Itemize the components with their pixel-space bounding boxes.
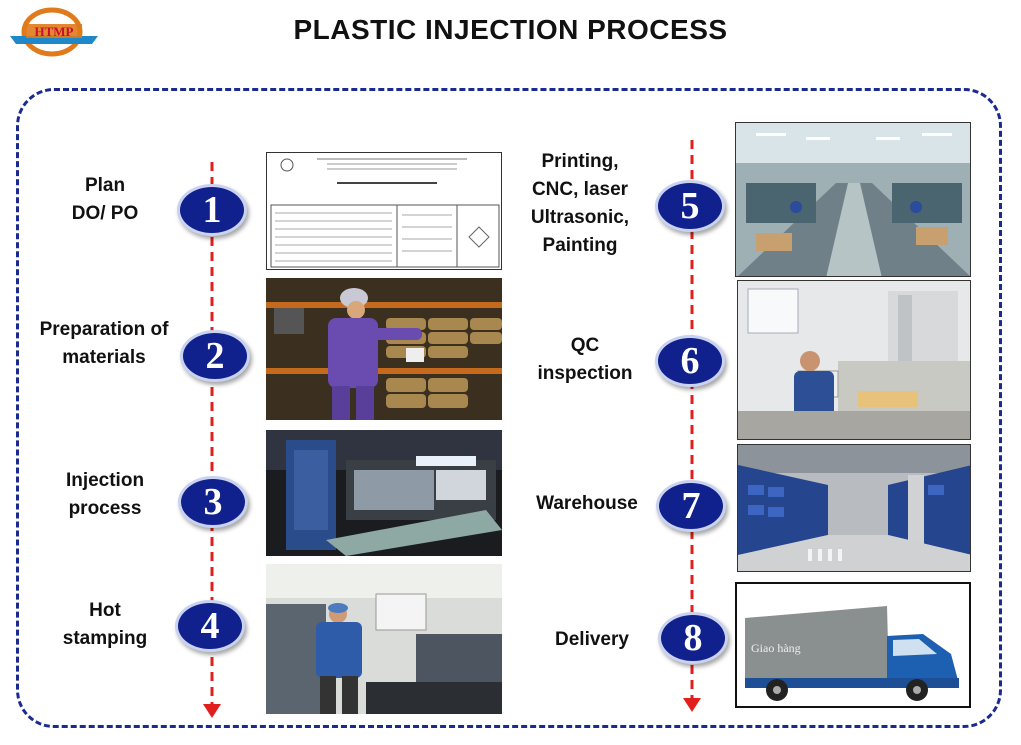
step-label-2: Preparation of materials — [39, 319, 169, 368]
printing-factory-image — [735, 122, 971, 277]
step-number-1: 1 — [177, 184, 247, 236]
step-label-1: Plan DO/ PO — [71, 175, 139, 224]
company-logo: HTMP — [8, 6, 100, 58]
step-label-8: Delivery — [555, 629, 629, 650]
step-number-3: 3 — [178, 476, 248, 528]
step-label-7: Warehouse — [536, 493, 638, 514]
step-number-7: 7 — [656, 480, 726, 532]
hot-stamping-image — [266, 564, 502, 714]
logo-text: HTMP — [35, 24, 74, 39]
step-number-5: 5 — [655, 180, 725, 232]
material-preparation-image — [266, 278, 502, 420]
warehouse-image — [737, 444, 971, 572]
step-number-6: 6 — [655, 335, 725, 387]
step-number-2: 2 — [180, 330, 250, 382]
truck-text: Giao hàng — [751, 641, 801, 655]
arrow-right-head — [683, 698, 701, 712]
step-label-4: Hot stamping — [62, 600, 148, 649]
step-number-4: 4 — [175, 600, 245, 652]
qc-inspection-image — [737, 280, 971, 440]
process-frame — [16, 88, 1002, 728]
purchase-order-document-image — [266, 152, 502, 270]
injection-machine-image — [266, 430, 502, 556]
arrow-left-head — [203, 704, 221, 718]
step-label-3: Injection process — [65, 470, 145, 519]
step-label-6: QC inspection — [537, 335, 633, 384]
delivery-truck-image: Giao hàng — [735, 582, 971, 708]
page-title: PLASTIC INJECTION PROCESS — [293, 14, 728, 45]
step-label-5: Printing, CNC, laser Ultrasonic, Paintin… — [530, 151, 630, 256]
step-number-8: 8 — [658, 612, 728, 664]
